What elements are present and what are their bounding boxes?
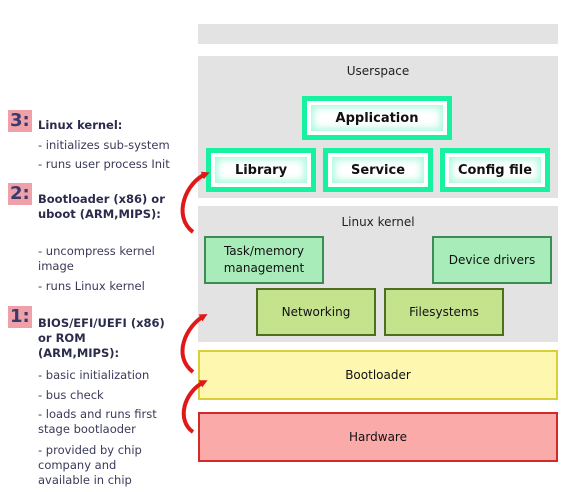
hardware-label: Hardware (349, 430, 407, 444)
bootloader-label: Bootloader (345, 368, 411, 382)
bootloader-box: Bootloader (198, 350, 558, 400)
step-1-item-3: - loads and runs first stage bootlaoder (38, 407, 157, 436)
application-box: Application (302, 96, 452, 140)
step-1-item-1: - basic initialization (38, 368, 150, 382)
arrow-kernel-to-userspace (180, 171, 210, 234)
step-2-title: Bootloader (x86) or uboot (ARM,MIPS): (38, 192, 165, 221)
kernel-title: Linux kernel (341, 215, 415, 229)
service-box: Service (323, 148, 433, 192)
step-3-number: 3: (8, 110, 32, 132)
device-drivers-box: Device drivers (432, 236, 552, 284)
step-1-title: BIOS/EFI/UEFI (x86) or ROM (ARM,MIPS): (38, 316, 165, 360)
library-label: Library (234, 162, 288, 178)
task-memory-box: Task/memory management (204, 236, 324, 284)
step-1-item-4: - provided by chip company and available… (38, 443, 142, 487)
step-1-number: 1: (8, 306, 32, 328)
hardware-box: Hardware (198, 412, 558, 462)
networking-box: Networking (256, 288, 376, 336)
library-box: Library (206, 148, 316, 192)
step-1-item-2: - bus check (38, 388, 104, 402)
application-label: Application (335, 110, 419, 126)
config-file-label: Config file (457, 162, 533, 178)
task-memory-label: Task/memory management (223, 244, 305, 275)
service-label: Service (350, 162, 406, 178)
arrow-bootloader-to-kernel (180, 314, 208, 374)
userspace-title: Userspace (346, 64, 410, 78)
filesystems-box: Filesystems (384, 288, 504, 336)
filesystems-label: Filesystems (409, 304, 479, 319)
step-2-item-2: - runs Linux kernel (38, 279, 145, 293)
config-file-box: Config file (440, 148, 550, 192)
networking-label: Networking (281, 304, 351, 319)
device-drivers-label: Device drivers (448, 252, 536, 267)
step-3-title: Linux kernel: (38, 118, 123, 132)
step-2-item-1: - uncompress kernel image (38, 244, 155, 273)
step-3-item-2: - runs user process Init (38, 157, 170, 171)
step-3-item-1: - initializes sub-system (38, 138, 170, 152)
step-2-number: 2: (8, 183, 32, 205)
top-empty-layer (198, 24, 558, 44)
arrow-hardware-to-bootloader (181, 380, 208, 434)
